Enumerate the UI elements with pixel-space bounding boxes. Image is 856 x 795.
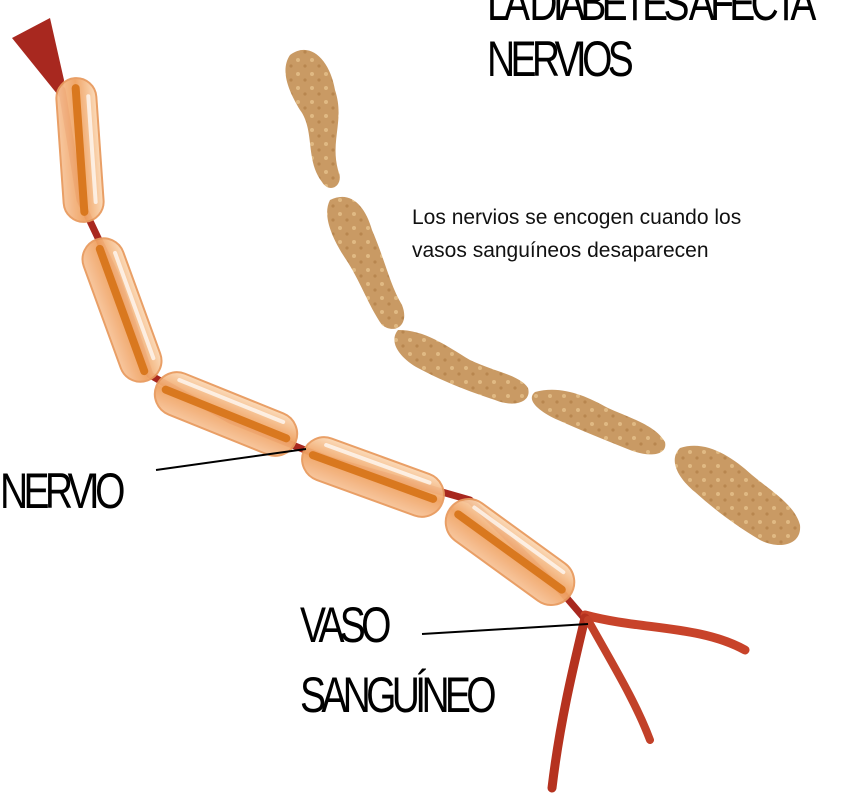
nerve-leader-line: [156, 449, 306, 470]
title-line-1: LA DIABETES AFECTA: [487, 0, 812, 28]
title-line-2: NERVIOS: [487, 34, 629, 84]
caption-line-1: Los nervios se encogen cuando los: [412, 201, 741, 234]
vessel-leader-line: [422, 624, 588, 634]
vessel-label-line-1: VASO: [300, 600, 387, 650]
vessel-label-line-2: SANGUÍNEO: [300, 670, 492, 720]
caption-line-2: vasos sanguíneos desaparecen: [412, 234, 741, 267]
caption: Los nervios se encogen cuando los vasos …: [412, 201, 741, 267]
nerve-label: NERVIO: [0, 466, 121, 516]
